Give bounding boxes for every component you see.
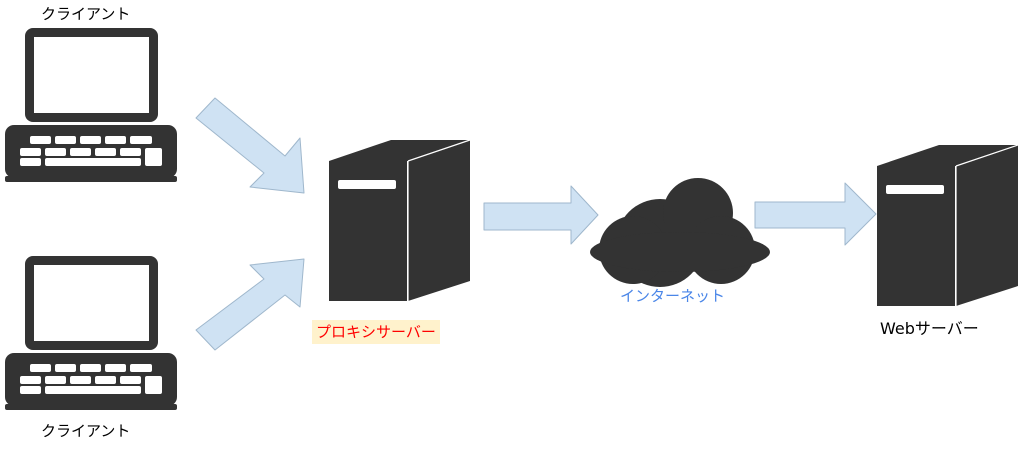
arrow-client2-to-proxy: [195, 258, 305, 351]
arrow-internet-to-web: [754, 182, 877, 246]
client-label: クライアント: [41, 422, 131, 440]
arrow-proxy-to-internet: [483, 185, 599, 245]
laptop-icon: [5, 28, 177, 182]
arrow-client1-to-proxy: [195, 97, 305, 194]
server-icon: [328, 139, 471, 302]
server-icon: [876, 144, 1019, 307]
laptop-icon: [5, 256, 177, 410]
web-server-label: Webサーバー: [880, 319, 979, 338]
internet-label: インターネット: [620, 287, 726, 305]
client-label: クライアント: [41, 5, 131, 23]
proxy-server-label: プロキシサーバー: [312, 320, 440, 344]
cloud-icon: [590, 178, 770, 287]
